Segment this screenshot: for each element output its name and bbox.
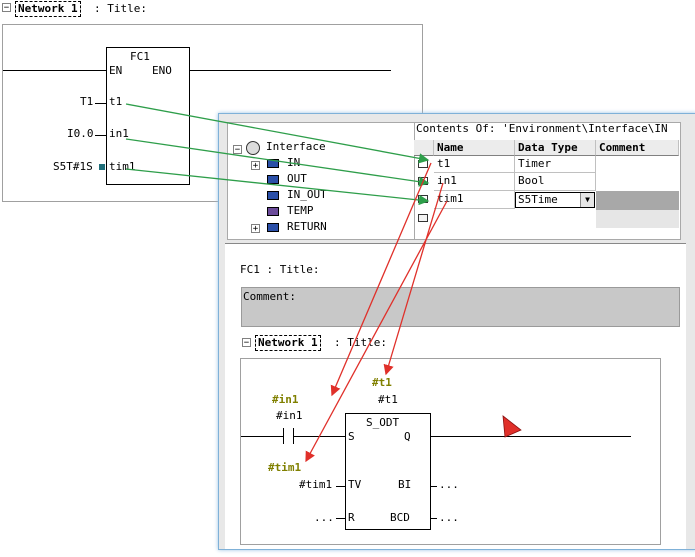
tree-item-return[interactable]: RETURN bbox=[287, 220, 327, 233]
pin-q: Q bbox=[404, 430, 411, 443]
tree-item-temp[interactable]: TEMP bbox=[287, 204, 314, 217]
tree-item-out[interactable]: OUT bbox=[287, 172, 307, 185]
interface-icon bbox=[246, 141, 260, 155]
arrow-tim1-red bbox=[305, 200, 448, 463]
arrow-t1-red bbox=[383, 182, 444, 376]
pin-actual-in1[interactable]: I0.0 bbox=[67, 127, 94, 140]
timer-type: S_ODT bbox=[366, 416, 400, 429]
en-pin: EN bbox=[109, 64, 123, 77]
arrow-in1-red bbox=[330, 162, 432, 397]
interface-tree-panel bbox=[227, 122, 416, 240]
inout-folder-icon bbox=[267, 191, 279, 200]
tree-item-in[interactable]: IN bbox=[287, 156, 301, 169]
pin-tv: TV bbox=[348, 478, 362, 491]
dropdown-arrow-icon[interactable]: ▼ bbox=[580, 193, 594, 207]
network-label[interactable]: Network 1 bbox=[15, 1, 81, 17]
contents-header: Contents Of: 'Environment\Interface\IN bbox=[416, 122, 668, 135]
pin-actual-t1[interactable]: T1 bbox=[80, 95, 94, 108]
arrow-in1-green bbox=[125, 138, 430, 187]
tv-wire bbox=[336, 486, 345, 487]
type-dropdown[interactable]: S5Time ▼ bbox=[515, 192, 595, 208]
block-title[interactable]: FC1 : Title: bbox=[240, 263, 320, 276]
collapse-network2-icon[interactable]: − bbox=[242, 338, 251, 348]
expand-return-icon[interactable]: + bbox=[251, 224, 260, 234]
row-name-in1[interactable]: in1 bbox=[434, 173, 515, 191]
rung-wire bbox=[241, 436, 283, 437]
bi-wire bbox=[430, 486, 437, 487]
bcd-wire bbox=[430, 518, 437, 519]
power-rail bbox=[3, 70, 106, 71]
network-title[interactable]: : Title: bbox=[94, 2, 147, 15]
q-wire bbox=[430, 436, 631, 437]
contact-address[interactable]: #in1 bbox=[276, 409, 303, 422]
temp-folder-icon bbox=[267, 207, 279, 216]
tree-root-interface[interactable]: Interface bbox=[266, 140, 326, 153]
col-header-name[interactable]: Name bbox=[434, 140, 515, 156]
row-comment-selected[interactable] bbox=[596, 191, 679, 210]
tree-item-in-out[interactable]: IN_OUT bbox=[287, 188, 327, 201]
fc1-block-name: FC1 bbox=[130, 50, 150, 63]
collapse-interface-icon[interactable]: − bbox=[233, 145, 242, 155]
eno-pin: ENO bbox=[152, 64, 172, 77]
out-folder-icon bbox=[267, 175, 279, 184]
comment-field[interactable] bbox=[241, 287, 680, 327]
pin-wire bbox=[95, 135, 106, 136]
new-row-icon bbox=[418, 214, 428, 222]
pin-bi: BI bbox=[398, 478, 412, 491]
row-type-t1[interactable]: Timer bbox=[515, 156, 596, 173]
type-dropdown-value: S5Time bbox=[518, 193, 558, 206]
timer-symbol: #t1 bbox=[372, 376, 392, 389]
pin-formal-t1: t1 bbox=[109, 95, 123, 108]
return-folder-icon bbox=[267, 223, 279, 232]
bcd-dots[interactable]: ... bbox=[439, 511, 459, 524]
s-odt-block[interactable] bbox=[345, 413, 431, 530]
empty-row-shade bbox=[596, 210, 679, 228]
fc1-block[interactable] bbox=[106, 47, 190, 185]
mouse-cursor-icon bbox=[502, 415, 522, 438]
network2-area bbox=[240, 358, 661, 545]
row-name-tim1[interactable]: tim1 bbox=[434, 191, 515, 209]
network2-label[interactable]: Network 1 bbox=[255, 335, 321, 351]
pin-actual-tim1[interactable]: S5T#1S bbox=[53, 160, 93, 173]
timer-address[interactable]: #t1 bbox=[378, 393, 398, 406]
r-dots[interactable]: ... bbox=[314, 511, 334, 524]
pin-r: R bbox=[348, 511, 355, 524]
comment-label: Comment: bbox=[243, 290, 296, 303]
col-header-type[interactable]: Data Type bbox=[515, 140, 596, 156]
pin-marker-icon bbox=[99, 164, 105, 170]
arrow-t1-green bbox=[125, 103, 430, 164]
row-type-in1[interactable]: Bool bbox=[515, 173, 596, 191]
pin-bcd: BCD bbox=[390, 511, 410, 524]
tv-address[interactable]: #tim1 bbox=[299, 478, 333, 491]
tv-symbol: #tim1 bbox=[268, 461, 302, 474]
col-header-comment[interactable]: Comment bbox=[596, 140, 679, 156]
bi-dots[interactable]: ... bbox=[439, 478, 459, 491]
pin-s: S bbox=[348, 430, 355, 443]
pin-wire bbox=[95, 103, 106, 104]
arrow-tim1-green bbox=[125, 168, 430, 206]
in-folder-icon bbox=[267, 159, 279, 168]
collapse-network-icon[interactable]: − bbox=[2, 3, 11, 13]
pin-formal-in1: in1 bbox=[109, 127, 129, 140]
row-name-t1[interactable]: t1 bbox=[434, 156, 515, 173]
expand-in-icon[interactable]: + bbox=[251, 161, 260, 171]
contact-left-bar bbox=[283, 428, 284, 444]
contact-symbol: #in1 bbox=[272, 393, 299, 406]
network2-title[interactable]: : Title: bbox=[334, 336, 387, 349]
r-wire bbox=[336, 518, 345, 519]
eno-wire bbox=[189, 70, 391, 71]
